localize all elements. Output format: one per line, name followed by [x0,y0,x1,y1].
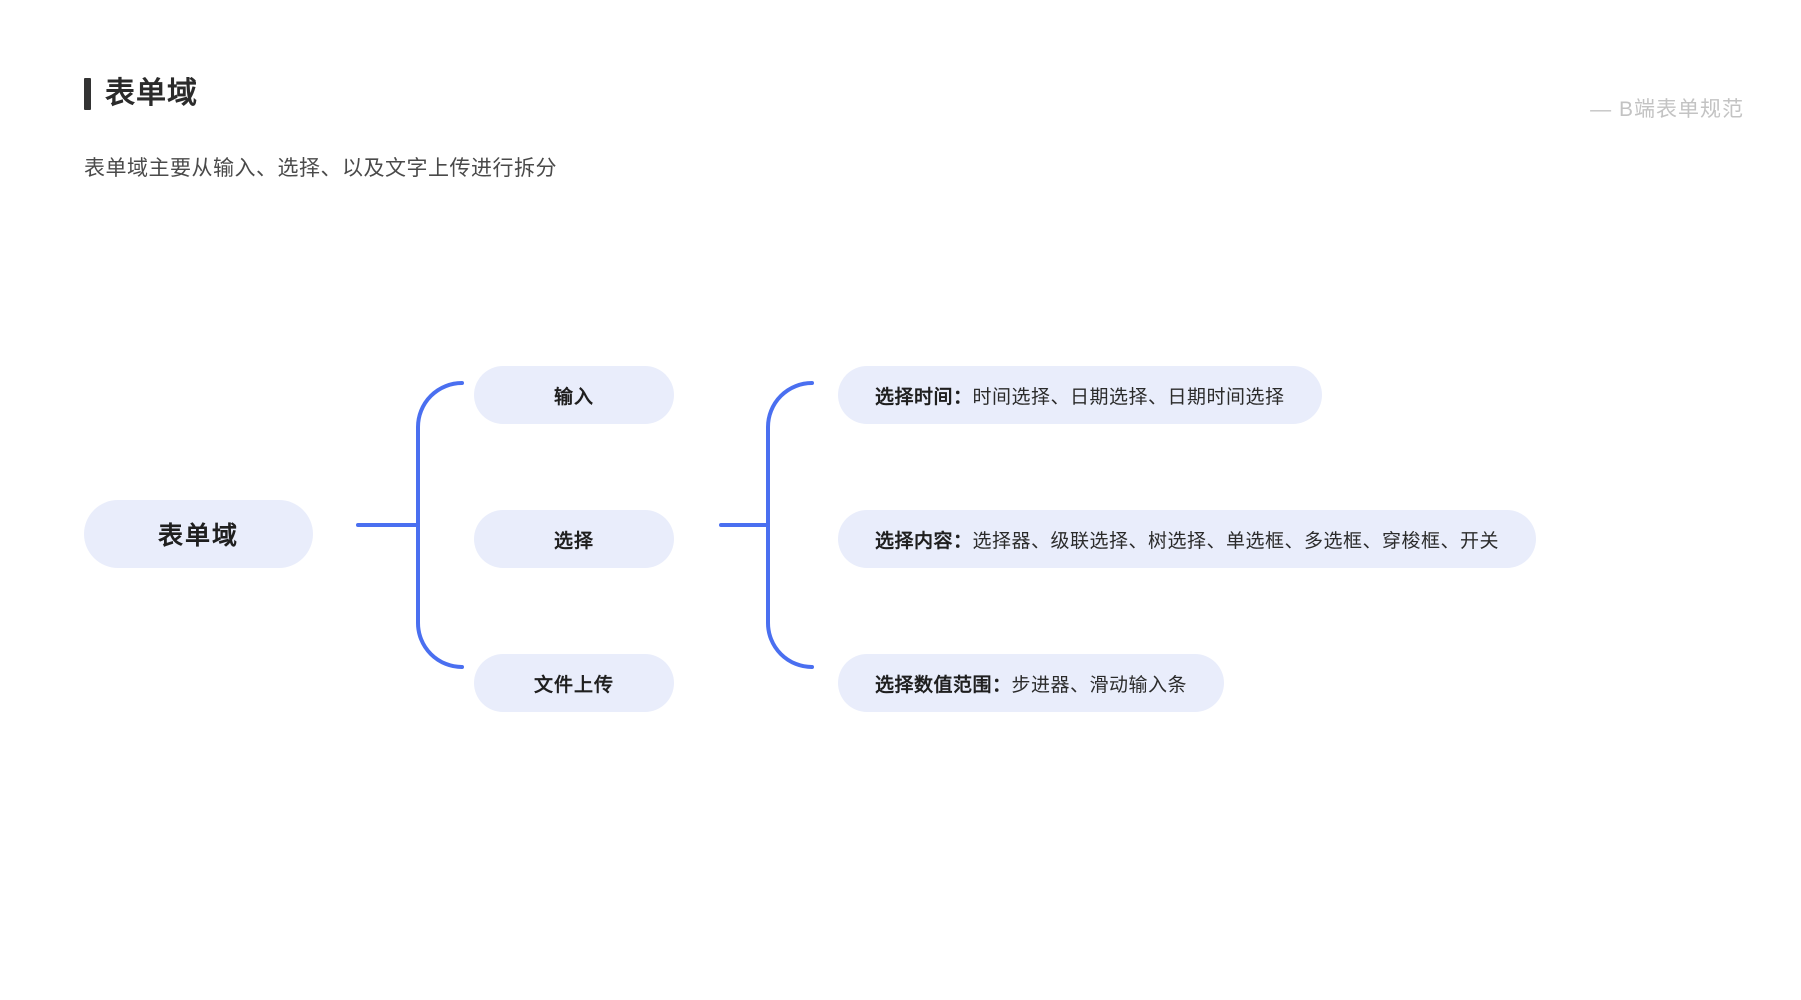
page-title: 表单域 [105,77,198,110]
diagram-root-node[interactable]: 表单域 [84,500,313,568]
brace-connector-right [719,381,814,669]
diagram-branch-label: 文件上传 [533,674,614,696]
diagram-detail-range[interactable]: 选择数值范围： 步进器、滑动输入条 [838,654,1225,712]
page-subtitle: 表单域主要从输入、选择、以及文字上传进行拆分 [84,157,557,180]
diagram-detail-content[interactable]: 选择内容： 选择器、级联选择、树选择、单选框、多选框、穿梭框、开关 [838,510,1537,568]
corner-label: — B端表单规范 [1590,98,1744,121]
diagram-branch-input[interactable]: 输入 [474,366,674,424]
title-accent-bar [84,78,91,110]
diagram-detail-label: 选择时间： [875,386,973,408]
diagram-detail-body: 时间选择、日期选择、日期时间选择 [972,386,1285,408]
diagram-branch-select[interactable]: 选择 [474,510,674,568]
diagram-detail-label: 选择数值范围： [875,674,1012,696]
diagram-branch-label: 输入 [553,386,594,408]
brace-connector-left [356,381,464,669]
title-row: 表单域 [84,78,198,110]
diagram-branch-label: 选择 [553,530,594,552]
diagram-detail-body: 步进器、滑动输入条 [1011,674,1188,696]
page-header: 表单域 表单域主要从输入、选择、以及文字上传进行拆分 — B端表单规范 [0,0,1801,200]
diagram-detail-time[interactable]: 选择时间： 时间选择、日期选择、日期时间选择 [838,366,1322,424]
diagram-detail-label: 选择内容： [875,530,973,552]
diagram-root-label: 表单域 [157,522,239,550]
diagram-branch-upload[interactable]: 文件上传 [474,654,674,712]
diagram-detail-body: 选择器、级联选择、树选择、单选框、多选框、穿梭框、开关 [972,530,1500,552]
